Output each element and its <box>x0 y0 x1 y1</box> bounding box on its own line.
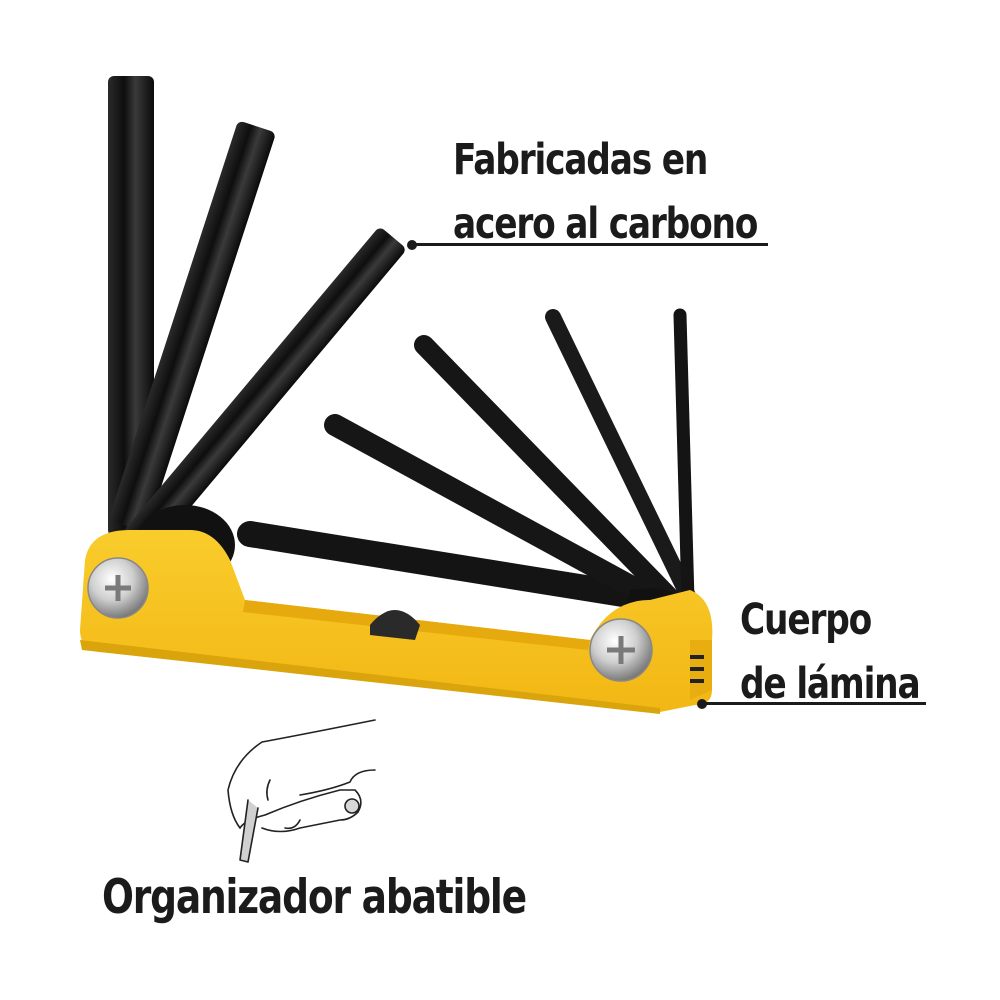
callout-material: Fabricadas en acero al carbono <box>453 128 758 256</box>
torx-key-8 <box>673 308 695 607</box>
callout-body: Cuerpo de lámina <box>740 588 921 716</box>
callout-organizer: Organizador abatible <box>102 870 527 926</box>
torx-key-5 <box>324 414 676 616</box>
torx-key-4 <box>237 521 673 613</box>
screw-left <box>87 557 149 619</box>
callout-body-line-2: de lámina <box>740 659 921 709</box>
callout-material-line-1: Fabricadas en <box>453 135 708 185</box>
torx-key-3 <box>124 228 405 554</box>
callout-material-line-2: acero al carbono <box>453 199 758 249</box>
callout-body-line-1: Cuerpo <box>740 595 872 645</box>
torx-key-2 <box>109 121 275 531</box>
leader-line-body <box>702 702 926 705</box>
hand-holding-key-icon <box>227 719 376 863</box>
torx-key-7 <box>545 309 698 608</box>
sheet-metal-body <box>80 530 713 714</box>
leader-line-material <box>412 243 768 246</box>
torx-keys-left-group <box>108 76 405 585</box>
screw-right <box>589 618 653 682</box>
torx-key-6 <box>414 335 682 610</box>
callout-organizer-line-1: Organizador abatible <box>102 870 527 925</box>
